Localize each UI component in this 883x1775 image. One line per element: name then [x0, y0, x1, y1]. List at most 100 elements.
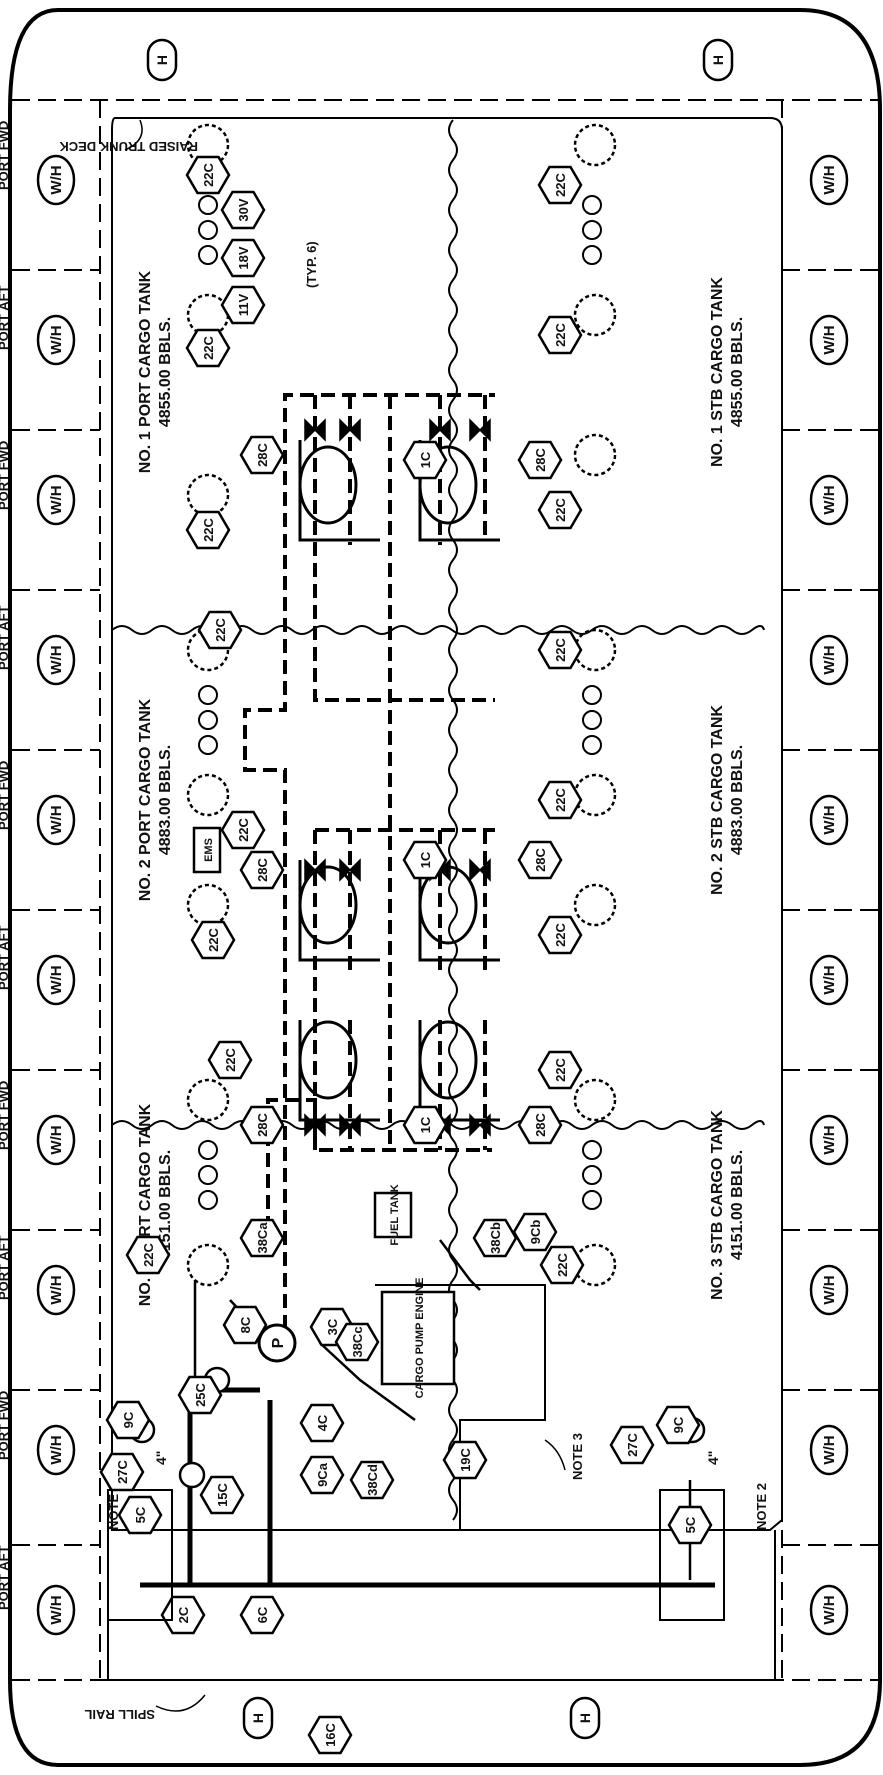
pump-engine-label: CARGO PUMP ENGINE: [414, 1278, 426, 1399]
deck-notes: RAISED TRUNK DECK (TYP. 6) SPILL RAIL NO…: [59, 119, 769, 1722]
tank-name: NO. 3 STB CARGO TANK: [709, 1110, 726, 1300]
wh-label: W/H: [48, 1125, 65, 1154]
wh-label: W/H: [821, 1275, 838, 1304]
callout-label: 22C: [553, 787, 568, 811]
trunk-deck-outline: [111, 117, 783, 1531]
callout-label: 22C: [213, 617, 228, 641]
callout-label: 28C: [255, 1112, 270, 1136]
callout-label: 30V: [236, 198, 251, 221]
callout-label: 5C: [683, 1516, 698, 1533]
callout: 1C: [402, 1105, 448, 1145]
callout: 9Ca: [299, 1455, 345, 1495]
callout-label: 28C: [533, 1112, 548, 1136]
wh-label: W/H: [821, 1125, 838, 1154]
port-label: PORT AFT: [0, 1235, 11, 1300]
wh-label: W/H: [821, 1595, 838, 1624]
tank-capacity: 4855.00 BBLS.: [729, 317, 746, 427]
wh-label: W/H: [48, 485, 65, 514]
callout-label: 11V: [236, 293, 251, 316]
callout: 1C: [402, 840, 448, 880]
fuel-tank-label: FUEL TANK: [389, 1184, 401, 1245]
port-label: PORT FWD: [0, 1391, 11, 1460]
ems-box: EMS: [192, 826, 222, 874]
wh-label: W/H: [48, 1275, 65, 1304]
suction-wells: [298, 440, 500, 1122]
callout: 5C: [117, 1495, 163, 1535]
callout-label: 6C: [255, 1606, 270, 1623]
callout: 18V: [220, 238, 266, 278]
ems-label: EMS: [203, 838, 215, 862]
callout-label: 22C: [236, 817, 251, 841]
callout-label: 28C: [533, 847, 548, 871]
callout: 22C: [197, 610, 243, 650]
callout-label: 38Cd: [365, 1464, 380, 1496]
callout: 9C: [655, 1405, 701, 1445]
callout: 22C: [537, 780, 583, 820]
callout-label: 22C: [555, 1252, 570, 1276]
callout-label: 27C: [115, 1459, 130, 1483]
callout-label: 15C: [215, 1482, 230, 1506]
callout: 11V: [220, 285, 266, 325]
port-label: PORT AFT: [0, 285, 11, 350]
callout: 22C: [537, 490, 583, 530]
tank-capacity: 4883.00 BBLS.: [157, 745, 174, 855]
callout-label: 8C: [238, 1316, 253, 1333]
port-label: PORT AFT: [0, 605, 11, 670]
callout-label: 18V: [236, 246, 251, 269]
tank-capacity: 4151.00 BBLS.: [157, 1150, 174, 1260]
callout: 27C: [99, 1452, 145, 1492]
wh-label: W/H: [48, 165, 65, 194]
port-label: PORT FWD: [0, 441, 11, 510]
tank-name: NO. 1 PORT CARGO TANK: [137, 270, 154, 473]
callout: 22C: [185, 328, 231, 368]
callout: 38Cb: [472, 1218, 518, 1258]
callout-label: 28C: [255, 857, 270, 881]
callout: 22C: [537, 630, 583, 670]
callout: 19C: [442, 1440, 488, 1480]
callout: 22C: [537, 165, 583, 205]
callout-label: 27C: [625, 1432, 640, 1456]
callout: 15C: [199, 1475, 245, 1515]
callout-label: 22C: [201, 517, 216, 541]
callout: 22C: [185, 510, 231, 550]
pump-label: P: [270, 1337, 287, 1348]
note3-label: NOTE 3: [570, 1433, 585, 1480]
callout: 4C: [299, 1403, 345, 1443]
callout-label: 22C: [553, 637, 568, 661]
tank-capacity: 4883.00 BBLS.: [729, 745, 746, 855]
callout: 16C: [307, 1715, 353, 1755]
hatch-markers: H H H H: [146, 38, 734, 1740]
callout-label: 16C: [323, 1722, 338, 1746]
callout-label: 38Cb: [488, 1222, 503, 1254]
callout: 9Cb: [512, 1212, 558, 1252]
hatch-label: H: [154, 55, 170, 65]
raised-trunk-deck-label: RAISED TRUNK DECK: [59, 139, 198, 154]
callout: 28C: [517, 840, 563, 880]
hatch-label: H: [577, 1713, 593, 1723]
callout-label: 22C: [206, 927, 221, 951]
port-label: PORT FWD: [0, 761, 11, 830]
callout: 22C: [185, 155, 231, 195]
pipe-size-port: 4": [153, 1451, 169, 1465]
hatch-label: H: [710, 55, 726, 65]
pipe-size-labels: 4" 4": [153, 1451, 721, 1465]
callout: 22C: [539, 1245, 585, 1285]
tank-capacity: 4855.00 BBLS.: [157, 317, 174, 427]
callout-label: 25C: [193, 1382, 208, 1406]
callout-label: 38Cc: [350, 1326, 365, 1357]
callout: 22C: [125, 1235, 171, 1275]
callout: 28C: [517, 1105, 563, 1145]
callout: 3C: [309, 1307, 355, 1347]
callout: 22C: [537, 915, 583, 955]
port-location-labels: PORT AFT PORT FWD PORT AFT PORT FWD PORT…: [0, 121, 11, 1610]
callout-label: 1C: [418, 1116, 433, 1133]
cargo-pump: P: [257, 1323, 297, 1363]
wh-label: W/H: [48, 965, 65, 994]
port-label: PORT FWD: [0, 1081, 11, 1150]
hatch-label: H: [250, 1713, 266, 1723]
typ6-label: (TYP. 6): [304, 241, 319, 288]
tank-gauges: [198, 195, 602, 1210]
callout: 5C: [667, 1505, 713, 1545]
wh-label: W/H: [821, 325, 838, 354]
